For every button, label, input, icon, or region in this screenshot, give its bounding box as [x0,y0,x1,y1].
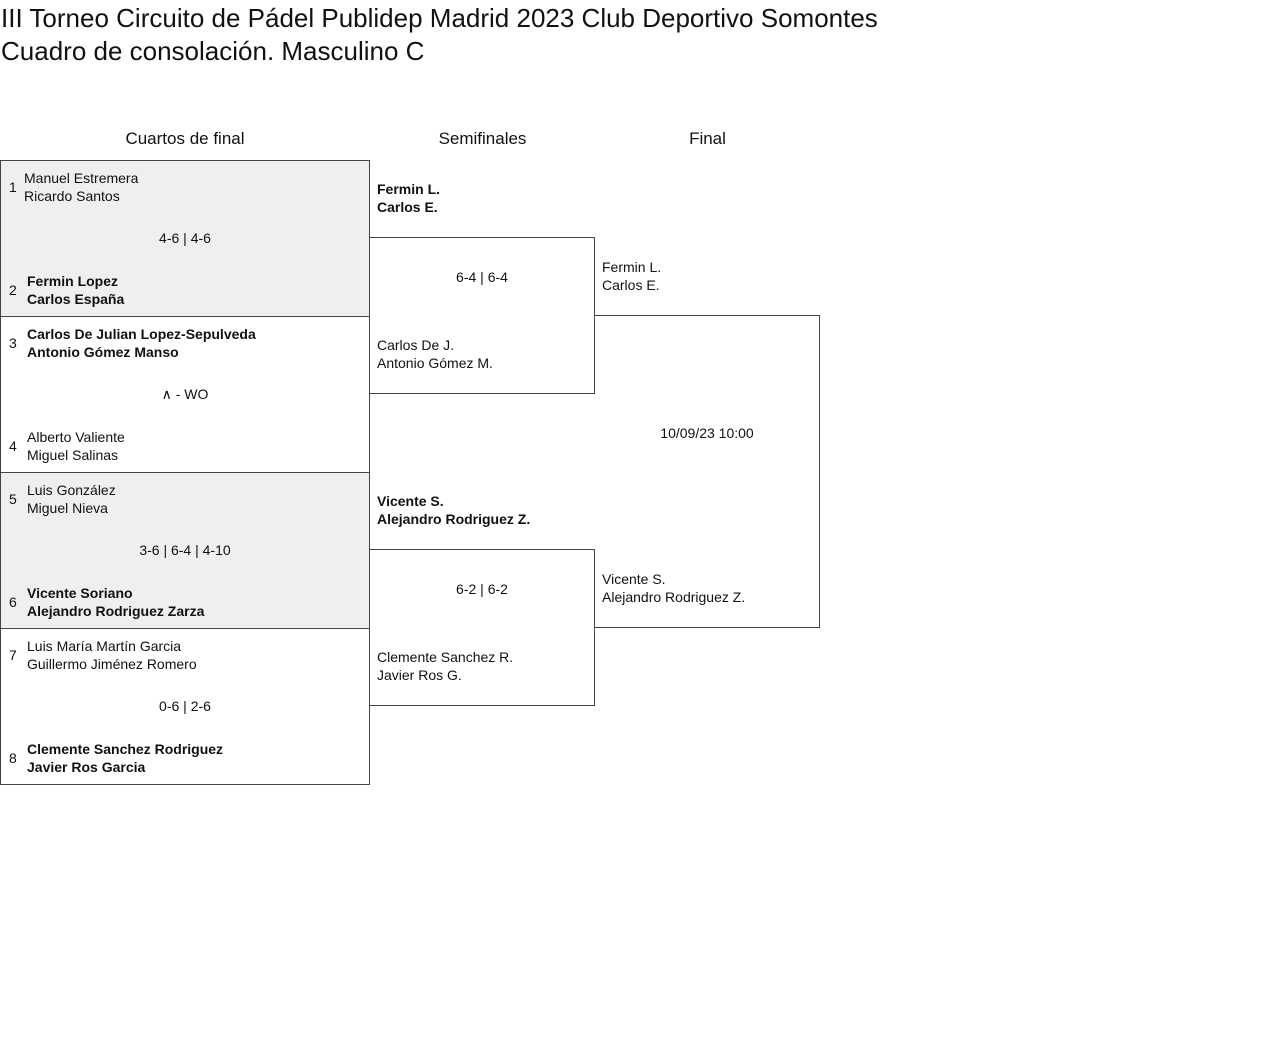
player-name: Ricardo Santos [24,188,120,204]
tournament-title: III Torneo Circuito de Pádel Publidep Ma… [1,3,878,33]
seed-number: 2 [9,282,17,298]
final-team1: Fermin L.Carlos E. [602,259,662,293]
seed-number: 6 [9,594,17,610]
player-name: Fermin Lopez [27,273,119,289]
player-name: Carlos España [27,291,125,307]
match-score: ∧ - WO [161,386,209,402]
round-header-quarterfinals: Cuartos de final [125,129,245,148]
sf2-team2: Clemente Sanchez R.Javier Ros G. [377,649,514,683]
seed-number: 7 [9,647,17,663]
seed-number: 1 [9,179,17,195]
round-header-semifinals: Semifinales [438,129,527,148]
page-title: III Torneo Circuito de Pádel Publidep Ma… [1,2,881,68]
player-name: Manuel Estremera [24,170,139,186]
player-name: Antonio Gómez Manso [27,344,179,360]
sf1-team2: Carlos De J.Antonio Gómez M. [377,337,493,371]
draw-title: Cuadro de consolación. Masculino C [1,36,425,66]
round-header-final: Final [689,129,726,148]
match-score: 4-6 | 4-6 [159,230,211,246]
final-team2: Vicente S.Alejandro Rodriguez Z. [602,571,746,605]
seed-number: 5 [9,491,17,507]
player-name: Miguel Salinas [27,447,119,463]
player-name: Alejandro Rodriguez Zarza [27,603,205,619]
player-name: Carlos De Julian Lopez-Sepulveda [27,326,256,342]
final-match: 10/09/23 10:00 [595,315,820,628]
match-score: 6-2 | 6-2 [456,581,508,597]
seed-number: 3 [9,335,17,351]
sf1-team1: Fermin L.Carlos E. [377,181,441,215]
seed-number: 4 [9,438,17,454]
player-name: Luis González [27,482,116,498]
player-name: Alberto Valiente [27,429,125,445]
sf2-team1: Vicente S.Alejandro Rodriguez Z. [377,493,531,527]
seed-number: 8 [9,750,17,766]
match-score: 6-4 | 6-4 [456,269,508,285]
player-name: Clemente Sanchez Rodriguez [27,741,224,757]
player-name: Luis María Martín Garcia [27,638,182,654]
match-score: 3-6 | 6-4 | 4-10 [139,542,231,558]
semifinal-match-1: 6-4 | 6-4 [370,237,595,394]
player-name: Guillermo Jiménez Romero [27,656,197,672]
player-name: Miguel Nieva [27,500,108,516]
player-name: Vicente Soriano [27,585,133,601]
player-name: Javier Ros Garcia [27,759,146,775]
match-date: 10/09/23 10:00 [660,425,754,441]
match-score: 0-6 | 2-6 [159,698,211,714]
semifinal-match-2: 6-2 | 6-2 [370,549,595,706]
